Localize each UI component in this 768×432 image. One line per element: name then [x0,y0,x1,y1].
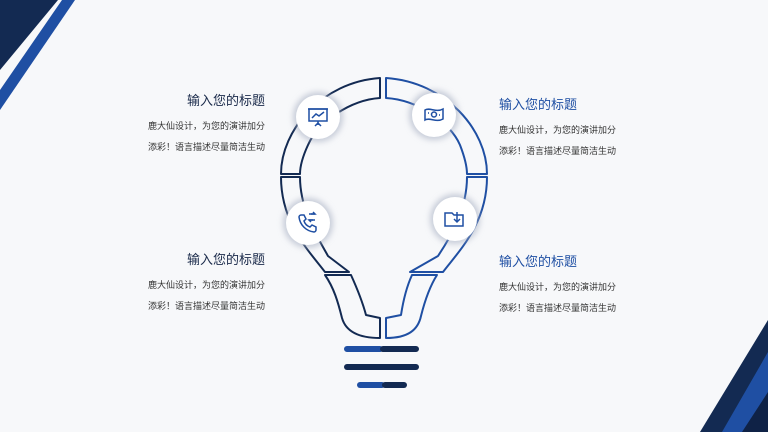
block-description-line-1: 鹿大仙设计，为您的演讲加分 [147,122,265,132]
bulb-segment-bottom-right [385,274,438,339]
bulb-segment-bottom-left [324,274,381,339]
folder-download-icon [444,212,464,227]
phone-icon-badge [286,201,330,245]
presentation-icon-badge [296,95,340,139]
block-description-line-2: 添彩！语言描述尽量简洁生动 [499,304,617,314]
block-description-line-1: 鹿大仙设计，为您的演讲加分 [499,126,617,136]
text-block-bottom-right: 输入您的标题 鹿大仙设计，为您的演讲加分 添彩！语言描述尽量简洁生动 [499,254,649,320]
block-description-line-1: 鹿大仙设计，为您的演讲加分 [499,283,617,293]
text-block-top-left: 输入您的标题 鹿大仙设计，为您的演讲加分 添彩！语言描述尽量简洁生动 [115,93,265,159]
bulb-base [344,346,419,388]
text-block-top-right: 输入您的标题 鹿大仙设计，为您的演讲加分 添彩！语言描述尽量简洁生动 [499,97,649,163]
text-block-bottom-left: 输入您的标题 鹿大仙设计，为您的演讲加分 添彩！语言描述尽量简洁生动 [115,252,265,318]
presentation-board-icon [308,108,328,127]
block-description-line-2: 添彩！语言描述尽量简洁生动 [147,302,265,312]
block-description-line-2: 添彩！语言描述尽量简洁生动 [499,147,617,157]
block-title: 输入您的标题 [186,94,265,109]
top-left-corner-decoration [0,0,75,110]
block-title: 输入您的标题 [186,253,265,268]
folder-icon-badge [433,197,477,241]
block-title: 输入您的标题 [499,98,578,113]
block-title: 输入您的标题 [499,255,578,270]
block-description-line-2: 添彩！语言描述尽量简洁生动 [147,143,265,153]
phone-transfer-icon [298,211,317,233]
block-description-line-1: 鹿大仙设计，为您的演讲加分 [147,281,265,291]
money-bill-icon [424,107,444,122]
money-icon-badge [412,93,456,137]
